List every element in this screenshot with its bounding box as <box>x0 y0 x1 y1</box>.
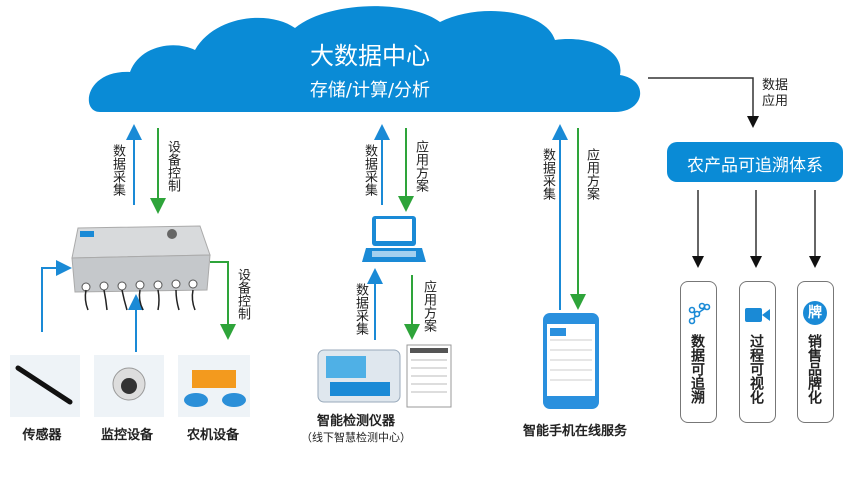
label-device-control: 设备控制 <box>165 140 180 192</box>
video-camera-icon <box>745 308 770 322</box>
label-data-collect-instr: 数据采集 <box>353 283 368 335</box>
label-device-control-2: 设备控制 <box>235 268 250 320</box>
label-sensor: 传感器 <box>22 428 62 443</box>
trace-item-data: 数据可追溯 <box>680 281 717 423</box>
laptop-icon <box>362 216 426 262</box>
label-monitor: 监控设备 <box>100 428 154 443</box>
trace-item-brand: 牌 销售品牌化 <box>797 281 834 423</box>
controller-box <box>71 225 211 311</box>
label-instrument-sub: （线下智慧检测中心） <box>301 431 411 444</box>
trace-item-label: 过程可视化 <box>748 334 764 404</box>
brand-icon: 牌 <box>803 301 827 325</box>
cloud-title: 大数据中心 <box>310 42 430 70</box>
trace-item-label: 销售品牌化 <box>806 334 822 404</box>
label-app-plan-mid: 应用方案 <box>413 140 428 192</box>
trace-system-box <box>667 142 843 182</box>
cloud-shape <box>88 6 641 112</box>
sensor-image <box>10 355 80 417</box>
trace-item-process: 过程可视化 <box>739 281 776 423</box>
label-app-plan-instr: 应用方案 <box>421 280 436 332</box>
label-farm-machine: 农机设备 <box>186 428 240 443</box>
farm-machine-image <box>178 355 250 417</box>
arrow-control-machine <box>210 261 236 340</box>
phone-image <box>543 313 599 409</box>
label-data-collect-phone: 数据采集 <box>540 148 555 200</box>
cloud-subtitle: 存储/计算/分析 <box>309 80 431 101</box>
instrument-image <box>317 349 401 403</box>
report-image <box>406 344 452 408</box>
label-instrument: 智能检测仪器 <box>316 414 396 429</box>
trace-item-label: 数据可追溯 <box>689 334 705 404</box>
label-data-collect-mid: 数据采集 <box>362 144 377 196</box>
label-data-app: 数据应用 <box>762 78 789 109</box>
label-phone: 智能手机在线服务 <box>522 424 628 439</box>
network-icon <box>688 302 711 325</box>
arrow-data-app <box>648 77 759 128</box>
label-data-collect: 数据采集 <box>110 144 125 196</box>
label-app-plan-phone: 应用方案 <box>584 148 599 200</box>
arrow-sensor <box>41 260 72 332</box>
camera-image <box>94 355 164 417</box>
trace-system-title: 农产品可追溯体系 <box>687 156 823 176</box>
